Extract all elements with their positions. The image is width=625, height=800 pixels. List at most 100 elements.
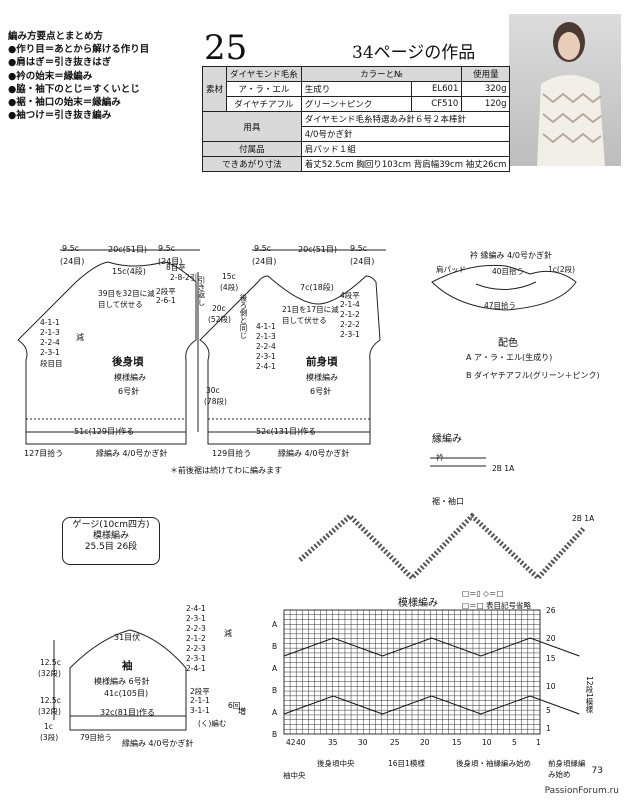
front-top-left: 9.5c [254,244,272,253]
collar-outline [431,264,577,311]
sleeve-height: 12.5c [40,696,61,705]
materials-table: 素材 ダイヤモンド毛糸 カラーと№ 使用量 ア・ラ・エル 生成り EL601 3… [201,66,511,172]
front-side-height: 20c [212,304,226,313]
front-neck-dec: 21目を17目に減目して伏せる [282,305,339,325]
col-amount: 使用量 [461,66,511,82]
collar-inner [475,281,537,290]
chart-color-label: B [272,730,278,739]
model-photo [509,14,621,166]
chart-color-label: A [272,708,278,717]
chart-col-label: 40 [296,738,306,747]
back-arm-step: 2-3-1 [40,348,60,357]
front-neck-depth: 7c(18段) [300,283,334,292]
back-neck-step: 2-6-1 [156,296,176,305]
front-side-rows: (52段) [208,315,231,324]
watermark: PassionForum.ru [544,786,619,796]
front-neck-step: 2-3-1 [340,330,360,339]
tools-label: 用具 [202,111,302,142]
front-hem: 縁編み 4/0号かぎ針 [278,449,350,458]
sleeve-title: 袖 [122,660,133,672]
front-arm-step: 4-1-1 [256,322,276,331]
sleeve-top-step: 2-4-1 [186,664,206,673]
sleeve-rows: (32段) [38,669,61,678]
back-body-outline [17,261,197,433]
chart-col-label: 15 [452,738,462,747]
front-neck-step: 4段平 [340,291,360,300]
sleeve-top-step: 2-2-3 [186,624,206,633]
sleeve-height: 12.5c [40,658,61,667]
front-arm-step: 2-1-3 [256,332,276,341]
chart-center: 袖中央 [283,771,306,780]
back-neck-dec: 39目を32目に減目して伏せる [98,289,155,309]
back-hem-side: 127目拾う [24,449,64,458]
chart-back-center: 後身頃中央 [317,759,355,768]
back-bottom: 51c(129目)作る [74,427,135,436]
notes-item: ●裾・袖口の始末＝縁編み [8,97,121,109]
front-top-left-stitches: (24目) [252,257,277,266]
chart-color-label: A [272,664,278,673]
front-neck-step: 2-2-2 [340,320,360,329]
edging-sample [430,457,486,467]
back-top-left-stitches: (24目) [60,257,85,266]
hem-zigzag-edge [298,512,586,582]
color-b: B ダイヤチアフル(グリーン＋ピンク) [466,371,600,380]
back-neck: 15c(4段) [112,267,146,276]
gauge-title: ゲージ(10cm四方) [72,520,150,530]
sleeve-inc-word: 増 [238,707,246,716]
front-top-right-stitches: (24目) [350,257,375,266]
color-plan-title: 配色 [498,338,518,349]
chart-hem-start: 後身頃・袖縁編み始め [456,759,531,768]
chart-side-note: 12段1模様 [585,676,594,713]
back-title: 後身頃 [112,356,144,368]
chart-legend: □＝□ 表目記号省略 [462,601,532,610]
sleeve-top-step: 2-3-1 [186,654,206,663]
back-neck-step: 2-8-2引 [170,273,198,282]
chart-motif [283,637,580,657]
notes-heading: 編み方要点とまとめ方 [8,31,104,42]
sleeve-inc-step: 2-1-1 [190,696,210,705]
front-side-height: 15c [222,272,236,281]
sleeve-rows: (32段) [38,707,61,716]
chart-title: 模様編み [398,598,438,609]
hem-edge-rows: 2B 1A [572,514,595,523]
front-side-rows: (4段) [220,283,239,292]
sleeve-top-word: 減 [224,629,232,638]
front-neck-step: 2-1-2 [340,310,360,319]
back-hem [25,431,187,445]
back-needle: 6号針 [118,387,140,396]
col-color: カラーと№ [300,66,463,82]
back-arm-step: 2-1-3 [40,328,60,337]
collar-top-rows: 1c(2段) [548,265,576,274]
sleeve-stitch: 模様編み 6号針 [94,677,150,686]
back-arm-word: 減 [76,333,84,342]
back-arm-step: 段目目 [40,359,63,368]
front-hem [207,431,371,445]
edging-collar: 衿 [436,453,444,462]
back-top-right: 9.5c [158,244,176,253]
page-number: 73 [591,766,603,776]
chart-color-label: B [272,642,278,651]
back-neck-step: 2段平 [156,287,176,296]
gauge-box: ゲージ(10cm四方) 模様編み 25.5目 26段 [62,517,160,565]
back-shoulder-note: 引き返し [197,276,206,306]
back-neck-step: 8目平 [166,263,186,272]
front-arm-step: 2-4-1 [256,362,276,371]
sleeve-inc-step: 3-1-1 [190,706,210,715]
sleeve-inc-step: 2段平 [190,687,210,696]
front-bottom: 52c(131目)作る [256,427,317,436]
notes-item: ●袖つけ＝引き抜き編み [8,110,112,122]
sleeve-top-step: 2-1-2 [186,634,206,643]
front-hem-side: 129目拾う [212,449,252,458]
front-top-right: 9.5c [350,244,368,253]
back-top-right-stitches: (24目) [158,257,183,266]
back-stitch: 模様編み [114,373,146,382]
front-body-outline [199,275,381,433]
chart-row-label: 20 [546,634,556,643]
back-arm-step: 4-1-1 [40,318,60,327]
sleeve-outline [69,629,187,717]
chart-col-label: 42 [286,738,296,747]
size-label: できあがり寸法 [202,156,302,172]
sleeve-top-step: 2-2-3 [186,644,206,653]
notes-item: ●脇・袖下のとじ＝すくいとじ [8,83,140,95]
